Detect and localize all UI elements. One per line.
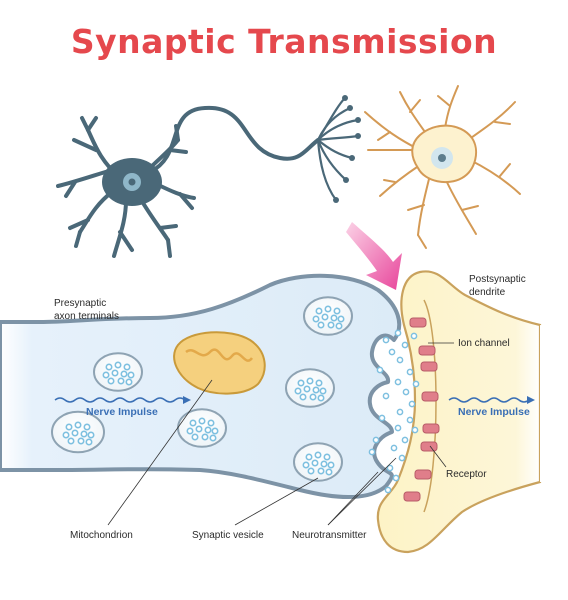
neurotransmitter-molecule (406, 416, 414, 424)
neurotransmitter-label: Neurotransmitter (292, 530, 367, 541)
mitochondrion (173, 331, 266, 395)
neurotransmitter-molecule (376, 366, 384, 374)
synaptic-vesicle (293, 442, 343, 482)
receptors (403, 317, 440, 502)
neurotransmitter-molecule (394, 329, 402, 337)
neurotransmitter-molecule (368, 448, 376, 456)
presynaptic-label-line2: axon terminals (54, 311, 119, 322)
neurotransmitter-molecule (382, 336, 390, 344)
neurotransmitter-molecule (406, 368, 414, 376)
neurotransmitter-molecule (384, 486, 392, 494)
presynaptic-label-line1: Presynaptic (54, 298, 106, 309)
neurotransmitter-molecule (396, 408, 404, 416)
postsynaptic-neuron (364, 85, 521, 249)
neurotransmitter-molecule (388, 348, 396, 356)
synaptic-vesicle-label: Synaptic vesicle (192, 530, 264, 541)
synaptic-vesicles (51, 296, 353, 482)
nerve-impulse-label-right: Nerve Impulse (458, 406, 530, 418)
zoom-arrow (346, 222, 402, 290)
nerve-impulse-label-left: Nerve Impulse (86, 406, 158, 418)
neurotransmitter-molecule (401, 341, 409, 349)
neurotransmitter-molecule (394, 378, 402, 386)
mitochondrion-label: Mitochondrion (70, 530, 133, 541)
ion-channel-label: Ion channel (458, 338, 510, 349)
nerve-impulse-wave-right (448, 397, 530, 403)
nerve-impulse-wave-left (54, 397, 186, 403)
neurotransmitter-molecule (401, 436, 409, 444)
neurotransmitter-molecule (392, 474, 400, 482)
synaptic-vesicle (303, 296, 353, 336)
neurotransmitter-molecule (394, 424, 402, 432)
neurotransmitter-molecule (390, 444, 398, 452)
synaptic-vesicle (93, 352, 143, 392)
synaptic-vesicle (51, 410, 105, 454)
postsynaptic-label-line1: Postsynaptic (469, 274, 526, 285)
neurotransmitter-molecule (386, 464, 394, 472)
neurotransmitter-molecule (372, 436, 380, 444)
receptor-label: Receptor (446, 469, 487, 480)
presynaptic-neuron (56, 95, 361, 258)
synaptic-vesicle (285, 368, 335, 408)
neurotransmitter-molecule (398, 454, 406, 462)
postsynaptic-label-line2: dendrite (469, 287, 506, 298)
neurotransmitter-molecule (411, 426, 419, 434)
neurotransmitter-molecule (408, 400, 416, 408)
neurotransmitter-molecule (378, 414, 386, 422)
synaptic-vesicle (177, 408, 227, 448)
neurotransmitter-molecule (382, 392, 390, 400)
diagram-title: Synaptic Transmission (70, 22, 498, 61)
postsynaptic-dendrite (376, 270, 568, 554)
neurotransmitter-molecule (402, 388, 410, 396)
neurotransmitters (368, 329, 420, 494)
neurotransmitter-molecule (412, 380, 420, 388)
neurotransmitter-molecule (410, 332, 418, 340)
neurotransmitter-molecule (396, 356, 404, 364)
